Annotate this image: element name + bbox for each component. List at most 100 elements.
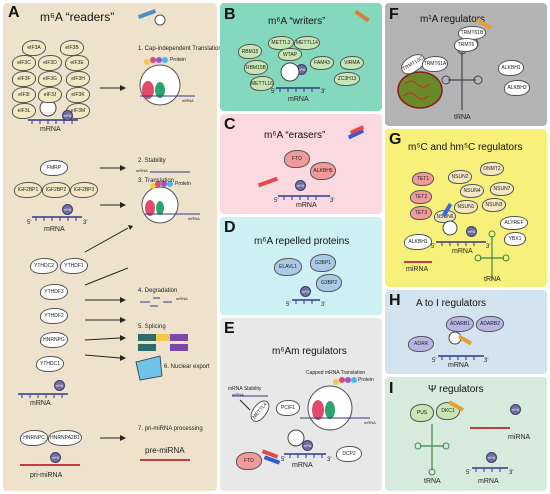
- m6a-mark: m⁶A: [62, 204, 73, 215]
- trna-label: tRNA: [484, 276, 501, 283]
- panel-i-letter: I: [389, 380, 394, 397]
- mrna-small-label: mRNA: [136, 168, 148, 173]
- reader-protein: IGF2BP2: [42, 182, 70, 198]
- protein-label: Protein: [358, 377, 374, 383]
- reader-protein: eIF3I: [12, 87, 36, 103]
- reader-protein: eIF3A: [22, 40, 46, 56]
- five-prime: 5': [271, 89, 276, 95]
- panel-a-title: m⁶A “readers”: [40, 10, 115, 24]
- degradation-label: 4. Degradation: [138, 288, 178, 294]
- cap-label: 1. Cap-independent Translation: [138, 46, 222, 52]
- primirna-processing-label: 7. pri-miRNA processing: [138, 426, 203, 432]
- mirna-label: miRNA: [406, 266, 429, 273]
- m5c-protein: DNMT2: [480, 162, 504, 176]
- panel-i: [385, 377, 547, 491]
- m6a-mark: m⁶A: [54, 380, 65, 391]
- m6a-mark: m⁶A: [466, 226, 477, 237]
- panel-a-letter: A: [8, 4, 20, 21]
- five-prime: 5': [286, 302, 291, 308]
- m5c-protein: NSUN7: [490, 182, 514, 196]
- panel-g-letter: G: [389, 131, 402, 148]
- reader-protein: eIF3G: [38, 71, 62, 87]
- panel-e-letter: E: [224, 320, 235, 337]
- reader-protein: YTHDF2: [40, 308, 68, 324]
- reader-protein: eIF3B: [60, 40, 84, 56]
- a-to-i-protein: ADARB1: [446, 316, 474, 332]
- mrna-small-label: mRNA: [232, 392, 244, 397]
- three-prime: 3': [321, 302, 326, 308]
- reader-protein: eIF3F: [12, 71, 36, 87]
- m5c-protein: ALKBH1: [404, 234, 432, 250]
- m5c-protein: YBX1: [504, 232, 526, 246]
- reader-protein: HNRNPG: [40, 332, 68, 348]
- m5c-protein: NSUN2: [448, 170, 472, 184]
- mrna-label: mRNA: [40, 126, 61, 133]
- five-prime: 5': [281, 457, 286, 463]
- panel-h-title: A to I regulators: [416, 298, 487, 309]
- mrna-small-label: mRNA: [188, 216, 200, 221]
- panel-c-letter: C: [224, 116, 236, 133]
- three-prime: 3': [321, 89, 326, 95]
- m6am-protein: FTO: [236, 452, 262, 470]
- writer-protein: RBM15: [238, 44, 262, 59]
- psi-protein: PUS: [410, 404, 434, 422]
- panel-e-title: m⁶Am regulators: [272, 346, 347, 357]
- stability-label: mRNA Stability: [228, 386, 262, 392]
- reader-protein: eIF3E: [65, 55, 89, 71]
- repelled-protein: G3BP2: [316, 274, 342, 292]
- five-prime: 5': [431, 244, 436, 250]
- capped-translation-label: Capped mRNA Translation: [306, 370, 366, 376]
- protein-label: Protein: [175, 181, 191, 187]
- writer-protein: WTAP: [278, 48, 302, 61]
- reader-protein: YTHDC1: [36, 356, 64, 372]
- panel-b-letter: B: [224, 6, 236, 23]
- reader-protein: HNRNPC: [20, 430, 48, 446]
- m1a-protein: ALKBH1: [498, 60, 524, 76]
- panel-d-letter: D: [224, 219, 236, 236]
- panel-c-title: m⁶A “erasers”: [264, 130, 326, 141]
- m5c-protein: NSUN4: [460, 184, 484, 198]
- mrna-small-label: mRNA: [364, 420, 376, 425]
- m1a-protein: TRMT61A: [422, 56, 448, 72]
- m5c-protein: TET2: [410, 190, 432, 204]
- five-prime: 5': [274, 198, 279, 204]
- panel-b-title: m⁶A “writers”: [268, 16, 326, 27]
- mrna-label: mRNA: [288, 96, 309, 103]
- eraser-protein: ALKBH5: [310, 162, 336, 180]
- reader-protein: YTHDC2: [30, 258, 58, 274]
- stability-label: 2. Stability: [138, 158, 166, 164]
- mrna-label: mRNA: [478, 478, 499, 485]
- reader-protein: eIF3D: [38, 55, 62, 71]
- panel-a: [3, 3, 217, 491]
- export-label: 6. Nuclear export: [164, 364, 210, 370]
- m6a-mark: m⁶A: [50, 452, 61, 463]
- repelled-protein: ELAVL1: [274, 258, 302, 276]
- m6a-mark: m⁶A: [486, 452, 497, 463]
- three-prime: 3': [486, 244, 491, 250]
- panel-i-title: Ψ regulators: [428, 384, 484, 395]
- panel-d-title: m⁶A repelled proteins: [254, 236, 350, 247]
- m6am-protein: PCIF1: [276, 400, 300, 416]
- splicing-label: 5. Splicing: [138, 324, 166, 330]
- reader-protein: eIF3K: [66, 87, 90, 103]
- m5c-protein: TET1: [412, 172, 434, 186]
- reader-protein: IGF2BP3: [70, 182, 98, 198]
- reader-protein: HNRNPA2B1: [48, 430, 82, 446]
- mirna-label: miRNA: [508, 434, 531, 441]
- panel-f-letter: F: [389, 6, 399, 23]
- protein-label: Protein: [170, 57, 186, 63]
- mrna-label: mRNA: [30, 400, 51, 407]
- mrna-label: mRNA: [452, 248, 473, 255]
- panel-f-title: m¹A regulators: [420, 14, 486, 25]
- m1a-protein: ALKBH3: [504, 80, 530, 96]
- three-prime: 3': [509, 470, 514, 476]
- m5c-protein: ALYREF: [500, 216, 528, 230]
- reader-protein: YTHDF3: [40, 284, 68, 300]
- a-to-i-protein: ADAR: [408, 336, 434, 352]
- m6a-mark: m⁶A: [302, 440, 313, 451]
- panel-h-letter: H: [389, 292, 401, 309]
